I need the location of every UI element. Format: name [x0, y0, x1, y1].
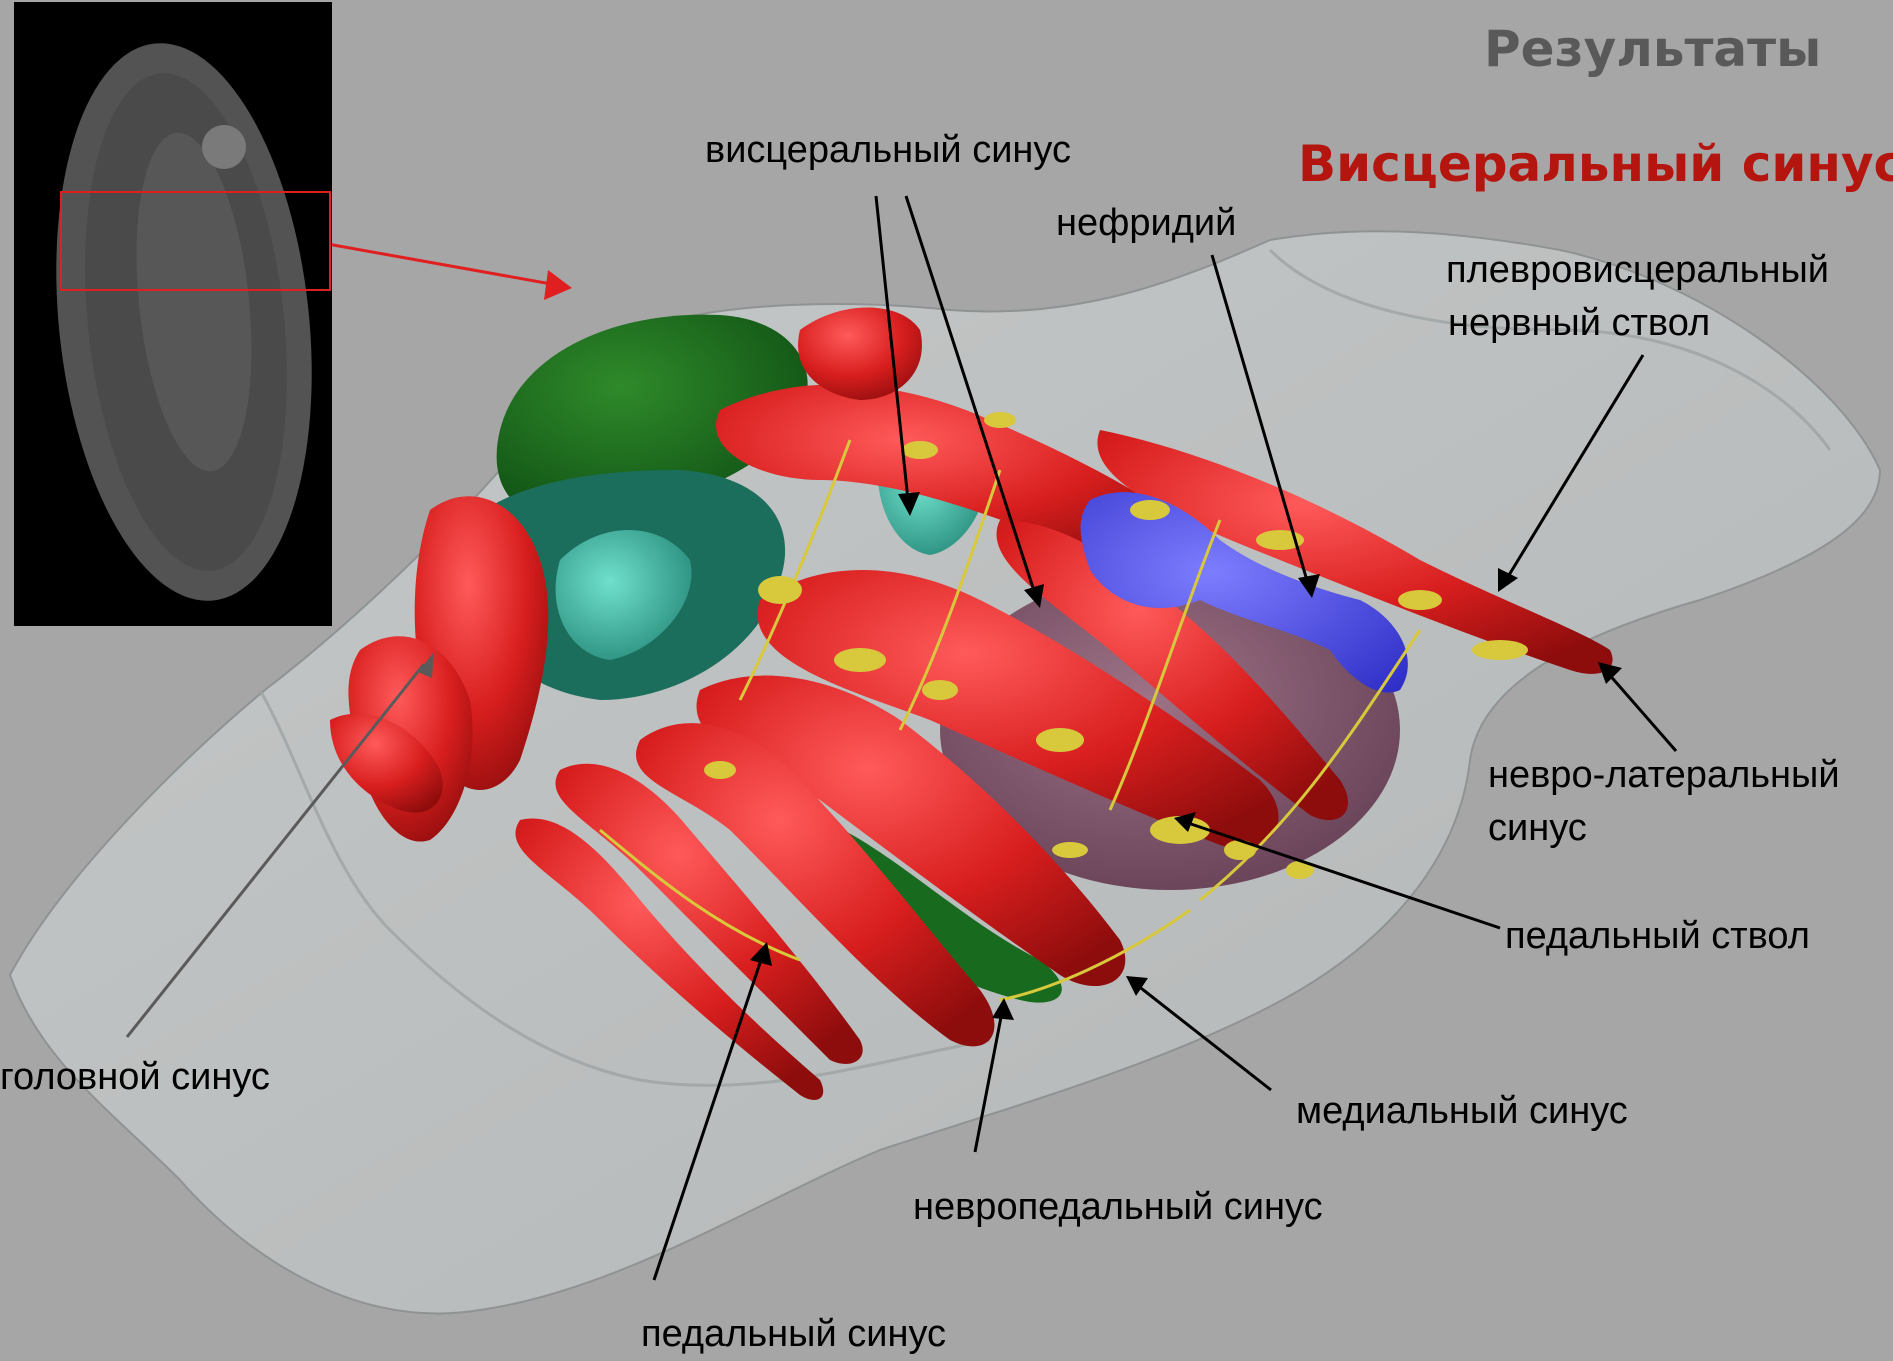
label-neuropedal-sinus: невропедальный синус	[913, 1181, 1323, 1233]
inset-arrow-head	[544, 270, 572, 300]
label-pleurovisceral-line1: плевровисцеральный	[1446, 244, 1829, 296]
inset-arrow-line	[322, 243, 568, 287]
label-neurolateral-line1: невро-латеральный	[1488, 749, 1840, 801]
slide-subtitle: Висцеральный синус	[1298, 135, 1893, 193]
label-head-sinus: головной синус	[0, 1051, 270, 1103]
inset-micrograph	[14, 2, 332, 626]
specimen-foot	[202, 125, 246, 169]
label-nephridium: нефридий	[1056, 197, 1236, 249]
label-visceral-sinus: висцеральный синус	[705, 124, 1071, 176]
label-pedal-trunk: педальный ствол	[1505, 910, 1810, 962]
label-neurolateral-line2: синус	[1488, 802, 1587, 854]
label-pedal-sinus: педальный синус	[641, 1308, 946, 1360]
label-medial-sinus: медиальный синус	[1296, 1085, 1628, 1137]
slide-title: Результаты	[1484, 20, 1821, 78]
label-pleurovisceral-line2: нервный ствол	[1448, 297, 1710, 349]
